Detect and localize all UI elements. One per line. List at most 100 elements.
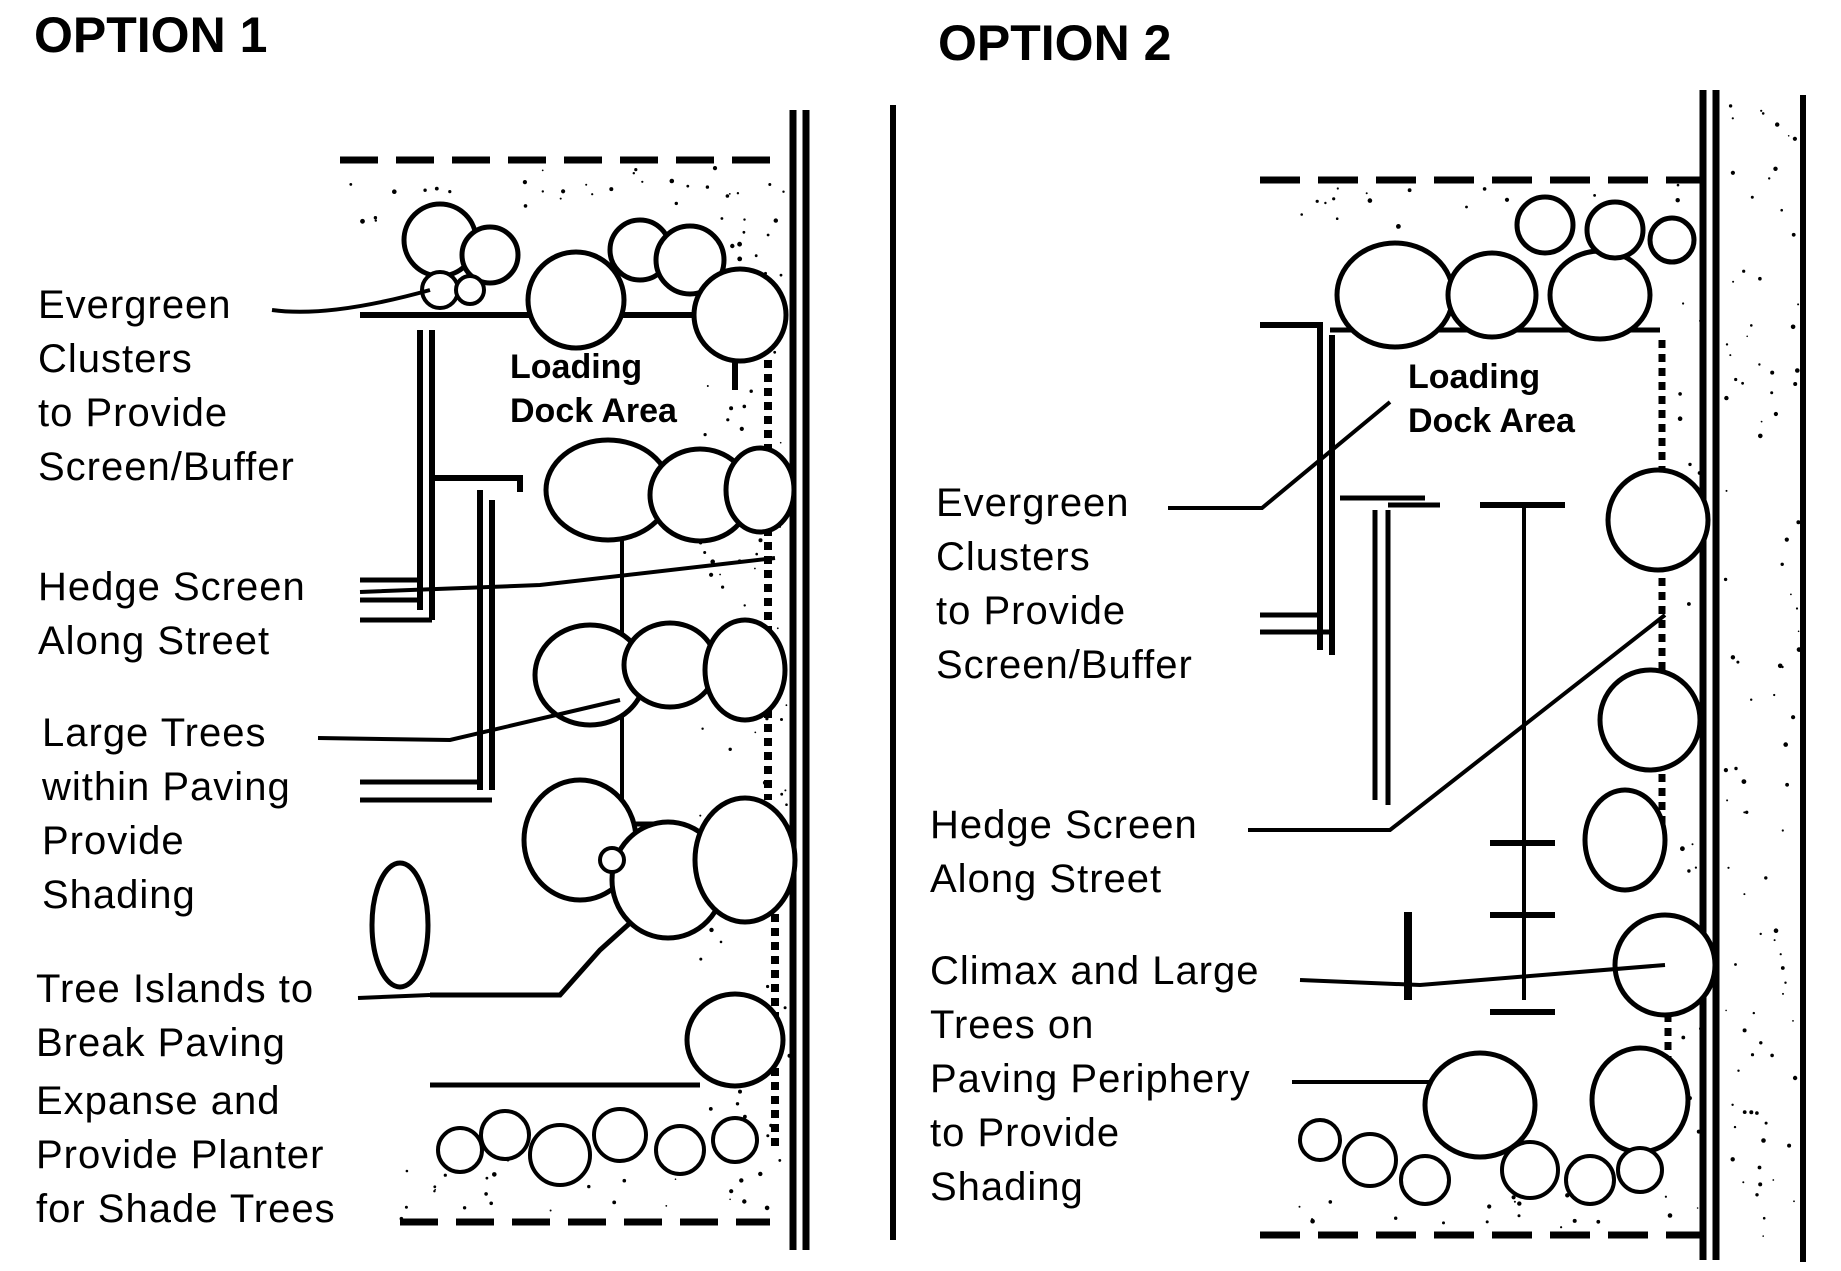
callout-hedge-screen: Hedge Screen Along Street bbox=[38, 565, 318, 663]
speckle-dot bbox=[1367, 198, 1373, 203]
speckle-dot bbox=[709, 927, 714, 933]
speckle-dot bbox=[541, 169, 544, 172]
speckle-dot bbox=[1773, 928, 1779, 933]
tree-icon bbox=[723, 445, 797, 535]
speckle-dot bbox=[1394, 1216, 1398, 1220]
speckle-dot bbox=[1773, 693, 1776, 697]
speckle-dot bbox=[776, 627, 779, 630]
speckle-dot bbox=[1504, 197, 1510, 202]
speckle-dot bbox=[1745, 810, 1749, 814]
speckle-dot bbox=[1759, 932, 1762, 936]
speckle-dot bbox=[1734, 377, 1738, 382]
speckle-dot bbox=[1677, 416, 1683, 422]
speckle-dot bbox=[1750, 195, 1754, 199]
callout-climax-trees: Climax and Large Trees on Paving Periphe… bbox=[930, 949, 1272, 1209]
speckle-dot bbox=[1688, 462, 1692, 467]
speckle-dot bbox=[782, 190, 785, 193]
speckle-dot bbox=[609, 187, 614, 192]
speckle-dot bbox=[665, 1205, 668, 1207]
speckle-dot bbox=[784, 789, 787, 792]
speckle-dot bbox=[1485, 1220, 1489, 1224]
speckle-dot bbox=[705, 185, 710, 189]
speckle-dot bbox=[699, 957, 703, 961]
tree-island-left bbox=[369, 860, 431, 990]
speckle-dot bbox=[434, 186, 439, 191]
leader-large-trees bbox=[317, 698, 621, 743]
shrub-icon bbox=[1564, 1154, 1616, 1206]
speckle-dot bbox=[1365, 192, 1368, 195]
shrub-icon bbox=[654, 1124, 706, 1176]
speckle-dot bbox=[1775, 122, 1780, 127]
speckle-dot bbox=[1758, 363, 1761, 366]
leader-climax bbox=[1299, 963, 1666, 988]
speckle-dot bbox=[754, 254, 758, 258]
tree-icon bbox=[1647, 215, 1697, 265]
speckle-dot bbox=[1750, 1053, 1755, 1057]
speckle-dot bbox=[742, 1199, 747, 1204]
speckle-dot bbox=[1728, 104, 1733, 108]
speckle-dot bbox=[1743, 893, 1746, 896]
speckle-dot bbox=[1793, 382, 1798, 386]
speckle-dot bbox=[1733, 1125, 1737, 1129]
speckle-dot bbox=[641, 180, 644, 183]
speckle-dot bbox=[489, 1201, 494, 1206]
speckle-dot bbox=[1792, 1020, 1794, 1022]
tree-row-top bbox=[1334, 194, 1697, 350]
speckle-dot bbox=[1755, 1111, 1759, 1115]
speckle-dot bbox=[706, 385, 709, 387]
speckle-dot bbox=[729, 406, 734, 411]
speckle-dot bbox=[712, 166, 718, 171]
speckle-dot bbox=[703, 433, 707, 437]
speckle-dot bbox=[373, 216, 378, 220]
speckle-dot bbox=[1761, 112, 1765, 115]
speckle-dot bbox=[725, 194, 730, 198]
speckle-dot bbox=[1725, 489, 1728, 492]
speckle-dot bbox=[1731, 1103, 1734, 1107]
callout-tree-islands: Tree Islands to Break Paving Expanse and… bbox=[36, 967, 337, 1231]
speckle-dot bbox=[669, 178, 675, 184]
building-outline-left bbox=[417, 330, 523, 790]
speckle-dot bbox=[1770, 1053, 1774, 1058]
speckle-dot bbox=[1726, 799, 1729, 802]
speckle-dot bbox=[1731, 117, 1734, 120]
speckle-dot bbox=[622, 1178, 627, 1183]
speckle-dot bbox=[1407, 188, 1412, 193]
speckle-dot bbox=[561, 189, 566, 194]
callout-evergreen-clusters: Evergreen Clusters to Provide Screen/Buf… bbox=[38, 283, 295, 489]
tree-row-2 bbox=[543, 437, 797, 544]
speckle-dot bbox=[755, 552, 758, 556]
speckle-dot bbox=[1787, 135, 1790, 137]
speckle-dot bbox=[708, 1107, 713, 1111]
shrub-icon bbox=[454, 274, 486, 306]
speckle-dot bbox=[1723, 577, 1728, 582]
speckle-dot bbox=[1687, 869, 1691, 873]
speckle-dot bbox=[1723, 768, 1728, 773]
speckle-dot bbox=[778, 1160, 781, 1162]
speckle-dot bbox=[1682, 302, 1685, 305]
speckle-dot bbox=[758, 1171, 763, 1177]
tree-icon bbox=[1445, 250, 1539, 340]
speckle-dot bbox=[585, 183, 588, 186]
speckle-dot bbox=[1764, 1121, 1768, 1125]
callout-evergreen-clusters: Evergreen Clusters to Provide Screen/Buf… bbox=[936, 481, 1193, 687]
speckle-dot bbox=[1572, 1218, 1577, 1223]
tree-icon bbox=[1547, 248, 1653, 342]
shrub-icon bbox=[711, 1116, 759, 1164]
speckle-dot bbox=[1696, 1207, 1699, 1209]
tree-icon bbox=[1422, 1050, 1538, 1160]
speckle-dot bbox=[766, 1134, 770, 1138]
speckle-dot bbox=[1762, 1235, 1764, 1237]
speckle-dot bbox=[448, 190, 452, 194]
speckle-dot bbox=[766, 984, 770, 989]
speckle-dot bbox=[462, 1206, 467, 1210]
speckle-dot bbox=[1513, 1200, 1516, 1203]
speckle-dot bbox=[742, 404, 747, 409]
speckle-dot bbox=[1784, 537, 1789, 542]
speckle-dot bbox=[766, 233, 770, 237]
speckle-dot bbox=[549, 1209, 552, 1212]
speckle-dot bbox=[742, 230, 746, 234]
speckle-dot bbox=[1792, 1075, 1798, 1081]
speckle-dot bbox=[591, 193, 594, 196]
speckle-dot bbox=[1736, 660, 1740, 664]
